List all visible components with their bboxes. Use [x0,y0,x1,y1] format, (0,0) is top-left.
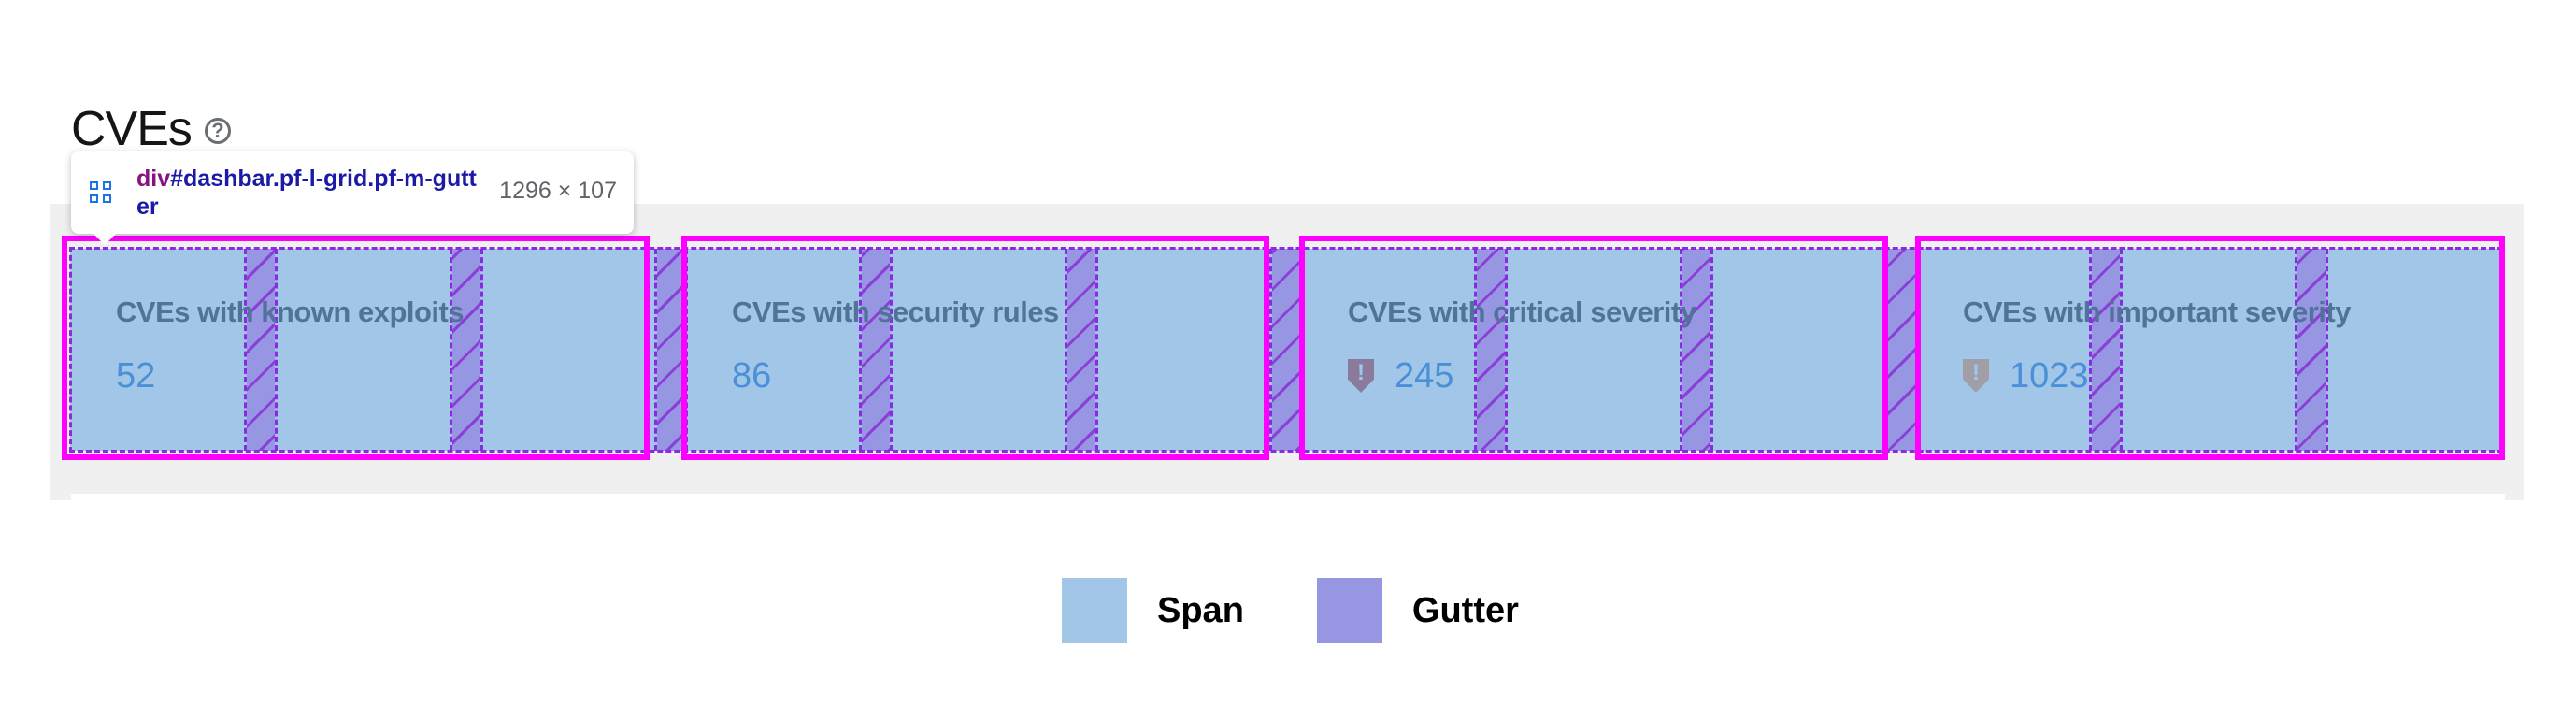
section-header: CVEs ? [71,101,231,157]
legend-label-gutter: Gutter [1411,590,1519,630]
question-circle-icon[interactable]: ? [204,118,231,144]
card-title: CVEs with important severity [1963,295,2351,328]
grid-span [275,249,452,451]
span-swatch [1062,578,1127,643]
legend-label-span: Span [1157,590,1244,630]
grid-span [2325,249,2502,451]
card-content: CVEs with critical severity ! 245 [1348,295,1696,396]
card-content: CVEs with important severity ! 1023 [1963,295,2351,396]
gutter-swatch [1316,578,1382,643]
card-title: CVEs with security rules [732,295,1059,328]
card-content: CVEs with security rules 86 [732,295,1059,396]
grid-span [890,249,1067,451]
inspector-tooltip: div#dashbar.pf-l-grid.pf-m-gutter 1296 ×… [71,151,634,234]
page-title: CVEs [71,102,193,156]
card-value-link[interactable]: 245 [1395,356,1454,396]
dashbar-grid-overlay [69,247,2503,453]
card-important-severity[interactable] [1915,236,2505,460]
content-area-edge [71,494,2505,505]
shield-exclamation-icon: ! [1348,359,1374,393]
grid-span [1095,249,1272,451]
inspector-selector-text: #dashbar.pf-l-grid.pf-m-gutter [136,166,477,220]
grid-span [1299,249,1478,451]
card-value-link[interactable]: 86 [732,356,772,396]
inspector-selector: div#dashbar.pf-l-grid.pf-m-gutter [136,165,482,221]
overlay-legend: Span Gutter [1062,578,1592,643]
card-title: CVEs with critical severity [1348,295,1696,328]
card-known-exploits[interactable] [62,236,650,460]
shield-exclamation-icon: ! [1963,359,1989,393]
card-title: CVEs with known exploits [116,295,465,328]
card-security-rules[interactable] [681,236,1269,460]
grid-span [2120,249,2297,451]
inspector-tag: div [136,166,171,192]
grid-span [1505,249,1682,451]
card-content: CVEs with known exploits 52 [116,295,465,396]
grid-layout-icon [90,181,114,206]
tooltip-arrow [93,234,116,245]
grid-span [70,249,248,451]
inspector-dimensions: 1296 × 107 [499,178,617,204]
card-value-link[interactable]: 1023 [2010,356,2089,396]
card-value-link[interactable]: 52 [116,356,156,396]
card-critical-severity[interactable] [1299,236,1888,460]
grid-span [479,249,657,451]
